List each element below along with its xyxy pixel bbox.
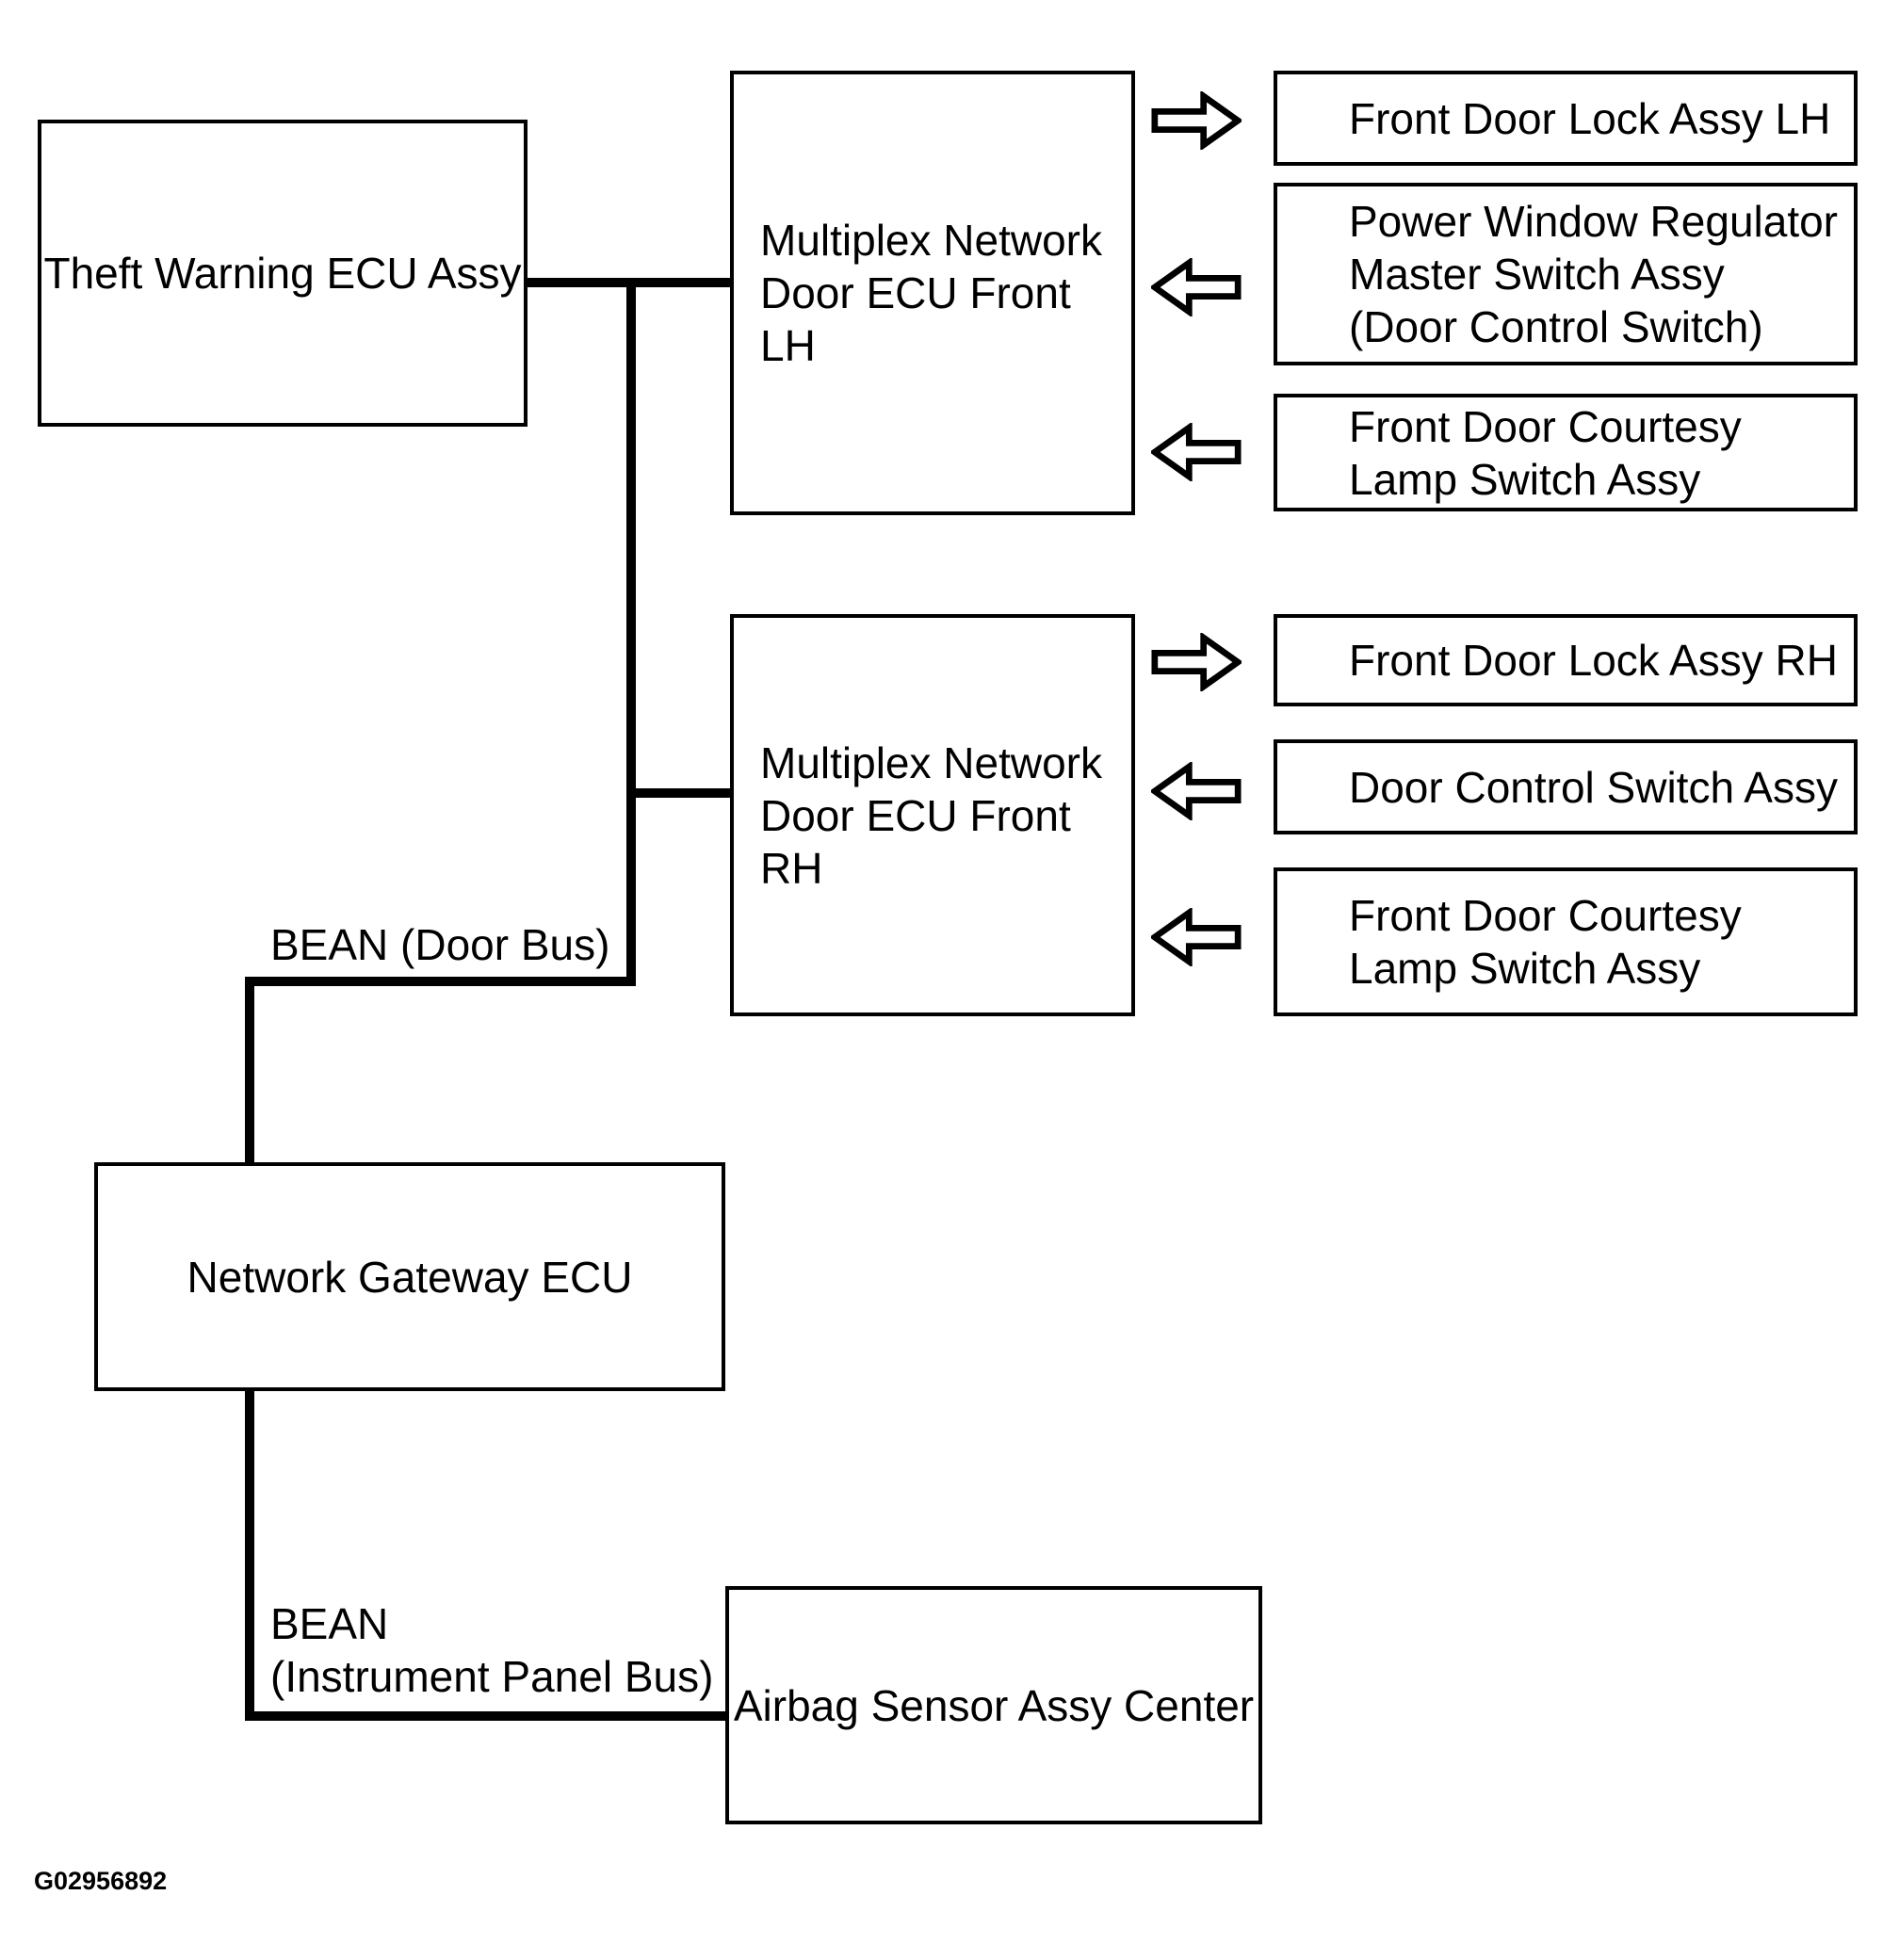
node-airbag-sensor-center-label: Airbag Sensor Assy Center (733, 1680, 1255, 1730)
bus-line-to-airbag (245, 1711, 725, 1721)
node-power-window-master-switch: Power Window Regulator Master Switch Ass… (1274, 183, 1858, 365)
node-network-gateway-ecu: Network Gateway ECU (94, 1162, 725, 1391)
node-door-control-switch: Door Control Switch Assy (1274, 739, 1858, 834)
door-bus-label: BEAN (Door Bus) (270, 920, 610, 969)
node-front-door-lock-lh: Front Door Lock Assy LH (1274, 71, 1858, 166)
node-front-door-lock-lh-label: Front Door Lock Assy LH (1349, 93, 1831, 143)
node-front-door-courtesy-lh: Front Door Courtesy Lamp Switch Assy (1274, 394, 1858, 511)
arrow-left-icon (1151, 423, 1242, 481)
node-theft-warning-ecu: Theft Warning ECU Assy (38, 120, 528, 427)
node-front-door-courtesy-rh: Front Door Courtesy Lamp Switch Assy (1274, 867, 1858, 1016)
node-front-door-lock-rh: Front Door Lock Assy RH (1274, 614, 1858, 706)
arrow-left-icon (1151, 258, 1242, 316)
node-multiplex-lh-line2: Door ECU Front LH (760, 268, 1071, 370)
bus-line-to-gateway-top (245, 977, 254, 1166)
node-multiplex-door-ecu-front-rh: Multiplex Network Door ECU Front RH (730, 614, 1135, 1016)
node-multiplex-rh-line1: Multiplex Network (760, 737, 1102, 787)
node-multiplex-door-ecu-front-lh: Multiplex Network Door ECU Front LH (730, 71, 1135, 515)
bus-line-branch-to-multiplex-rh (631, 788, 730, 798)
node-theft-warning-ecu-label: Theft Warning ECU Assy (43, 249, 522, 298)
node-courtesy-lh-line1: Front Door Courtesy (1349, 401, 1742, 451)
bus-line-door-bus-horizontal (245, 977, 636, 986)
arrow-right-icon (1151, 91, 1242, 150)
node-courtesy-rh-line2: Lamp Switch Assy (1349, 944, 1701, 993)
node-courtesy-rh-line1: Front Door Courtesy (1349, 891, 1742, 940)
instrument-bus-label-line2: (Instrument Panel Bus) (270, 1652, 714, 1701)
instrument-bus-label-line1: BEAN (270, 1599, 389, 1648)
node-power-window-line3: (Door Control Switch) (1349, 302, 1763, 351)
node-multiplex-lh-line1: Multiplex Network (760, 216, 1102, 265)
node-door-control-switch-label: Door Control Switch Assy (1349, 762, 1838, 812)
node-network-gateway-ecu-label: Network Gateway ECU (187, 1252, 633, 1302)
bus-line-door-bus-vertical (626, 278, 636, 986)
instrument-bus-label: BEAN (Instrument Panel Bus) (270, 1597, 713, 1703)
arrow-left-icon (1151, 908, 1242, 966)
node-front-door-lock-rh-label: Front Door Lock Assy RH (1349, 636, 1838, 685)
node-power-window-line2: Master Switch Assy (1349, 250, 1725, 299)
node-multiplex-rh-line2: Door ECU Front RH (760, 790, 1071, 893)
node-power-window-line1: Power Window Regulator (1349, 197, 1839, 246)
arrow-right-icon (1151, 633, 1242, 691)
arrow-left-icon (1151, 762, 1242, 820)
figure-id-label: G02956892 (34, 1867, 168, 1895)
bus-line-instrument-bus-vertical (245, 1391, 254, 1721)
node-airbag-sensor-center: Airbag Sensor Assy Center (725, 1586, 1262, 1824)
node-courtesy-lh-line2: Lamp Switch Assy (1349, 454, 1701, 504)
